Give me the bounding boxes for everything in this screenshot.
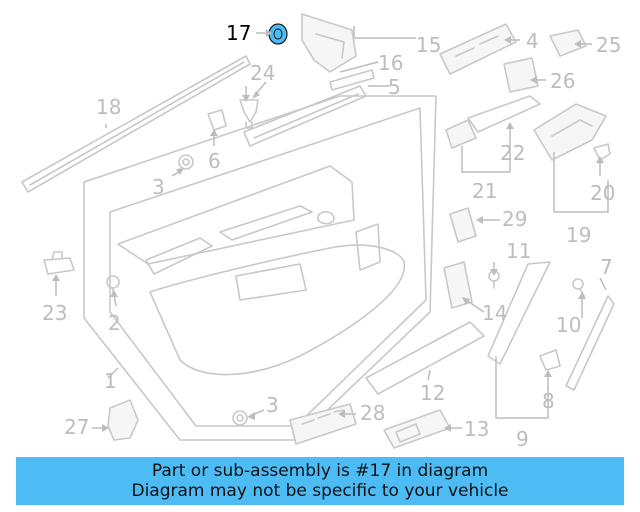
part-26-switch xyxy=(503,57,539,93)
callout-8: 8 xyxy=(542,389,555,413)
part-25-switch xyxy=(549,29,587,57)
part-20-fastener xyxy=(593,143,611,161)
part-5-trim-strip xyxy=(243,85,367,147)
callout-16: 16 xyxy=(378,51,403,75)
banner-line-disclaimer: Diagram may not be specific to your vehi… xyxy=(131,481,509,501)
callout-20: 20 xyxy=(590,181,615,205)
callout-14: 14 xyxy=(482,301,507,325)
callout-5: 5 xyxy=(388,75,401,99)
part-3-upper-screw xyxy=(178,154,194,170)
part-19-inner-handle xyxy=(533,103,607,161)
part-22-pull-handle xyxy=(467,95,541,133)
part-24-clip xyxy=(239,99,259,129)
part-16-trim-strip xyxy=(329,69,375,91)
part-4-window-switch xyxy=(439,23,517,75)
callout-26: 26 xyxy=(550,69,575,93)
part-29-bezel xyxy=(449,207,477,243)
callout-24: 24 xyxy=(250,61,275,85)
callout-19: 19 xyxy=(566,223,591,247)
callout-10: 10 xyxy=(556,313,581,337)
callout-3-lower: 3 xyxy=(266,393,279,417)
callout-1: 1 xyxy=(104,369,117,393)
callout-23: 23 xyxy=(42,301,67,325)
callout-13: 13 xyxy=(464,417,489,441)
part-1-door-trim-panel xyxy=(83,95,437,441)
part-6-clip xyxy=(207,109,227,131)
part-13-switch-bezel xyxy=(383,409,451,449)
part-8-clip xyxy=(539,349,561,371)
callout-28: 28 xyxy=(360,401,385,425)
callout-3-upper: 3 xyxy=(152,175,165,199)
callout-25: 25 xyxy=(596,33,621,57)
callout-29: 29 xyxy=(502,207,527,231)
callout-22: 22 xyxy=(500,141,525,165)
callout-12: 12 xyxy=(420,381,445,405)
part-12-trim xyxy=(365,321,485,395)
callout-18: 18 xyxy=(96,95,121,119)
info-banner: Part or sub-assembly is #17 in diagram D… xyxy=(16,457,624,505)
callout-4: 4 xyxy=(526,29,539,53)
callout-15: 15 xyxy=(416,33,441,57)
part-21-handle-bracket xyxy=(445,119,477,149)
callout-6: 6 xyxy=(208,149,221,173)
part-27-clip xyxy=(107,399,139,441)
callout-2: 2 xyxy=(108,311,121,335)
part-2-screw xyxy=(106,275,120,295)
part-15-sail-cover xyxy=(301,13,357,73)
part-14-bezel xyxy=(443,261,473,309)
part-18-belt-molding xyxy=(21,55,251,193)
callout-7: 7 xyxy=(600,255,613,279)
part-17-clip-highlighted xyxy=(268,23,288,45)
exploded-parts-diagram: 1 2 3 3 4 5 6 7 8 9 10 11 12 13 14 15 16… xyxy=(21,13,621,451)
callout-27: 27 xyxy=(64,415,89,439)
part-28-switch-panel xyxy=(289,403,357,445)
callout-17-highlighted: 17 xyxy=(226,21,251,45)
callout-11: 11 xyxy=(506,239,531,263)
banner-line-part: Part or sub-assembly is #17 in diagram xyxy=(151,461,489,481)
part-7-trim-strip xyxy=(565,295,615,391)
callout-21: 21 xyxy=(472,179,497,203)
part-23-clip xyxy=(43,251,75,275)
callout-labels: 1 2 3 3 4 5 6 7 8 9 10 11 12 13 14 15 16… xyxy=(42,21,621,451)
leader-lines xyxy=(52,26,609,432)
part-3-lower-screw xyxy=(232,410,248,426)
callout-9: 9 xyxy=(516,427,529,451)
